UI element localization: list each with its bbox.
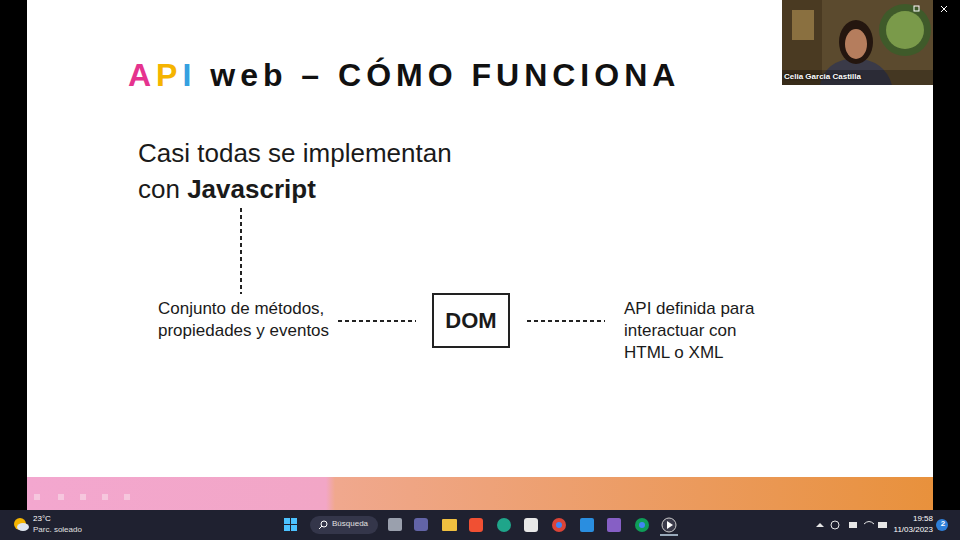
title-letter: O	[594, 57, 624, 93]
weather-text: Parc. soleado	[33, 525, 103, 535]
title-letter: P	[156, 57, 182, 93]
taskbar-icons	[14, 516, 948, 536]
title-letter: b	[263, 57, 288, 93]
title-letter	[196, 57, 210, 93]
weather-temp: 23°C	[33, 514, 93, 524]
title-letter	[287, 57, 301, 93]
title-letter: –	[301, 57, 324, 93]
title-letter: F	[471, 57, 496, 93]
taskbar	[0, 510, 960, 540]
search-box-text: Búsqueda	[332, 519, 376, 529]
window-controls	[914, 6, 947, 12]
title-letter	[458, 57, 472, 93]
title-letter: I	[182, 57, 196, 93]
box-label: DOM	[445, 308, 496, 334]
title-letter: Ó	[366, 57, 396, 93]
heading-text: Casi todas se implementan con Javascript	[138, 136, 483, 208]
slide	[27, 0, 933, 510]
clock-date: 11/03/2023	[883, 525, 933, 535]
title-letter: O	[428, 57, 458, 93]
participant-name: Celia Garcia Castilla	[784, 72, 929, 82]
title-letter: C	[338, 57, 366, 93]
webcam-image	[782, 0, 933, 85]
slide-title: API web – CÓMO FUNCIONA	[128, 55, 680, 97]
slide-footer-band	[27, 477, 933, 510]
title-letter: A	[128, 57, 156, 93]
title-letter: A	[652, 57, 680, 93]
title-letter: C	[552, 57, 580, 93]
clock-time: 19:58	[903, 514, 933, 524]
title-letter: N	[624, 57, 652, 93]
title-letter	[324, 57, 338, 93]
title-letter: I	[580, 57, 594, 93]
notification-badge: 2	[939, 519, 947, 529]
title-letter: w	[210, 57, 240, 93]
heading-part: Javascript	[187, 174, 316, 204]
note-text: Conjunto de métodos, propiedades y event…	[158, 298, 343, 342]
title-letter: e	[240, 57, 263, 93]
title-letter: N	[524, 57, 552, 93]
note-text: API definida para interactuar con HTML o…	[624, 298, 769, 364]
title-letter: M	[396, 57, 428, 93]
process-box: DOM	[432, 293, 510, 348]
footer-icons	[34, 494, 130, 500]
title-letter: U	[496, 57, 524, 93]
